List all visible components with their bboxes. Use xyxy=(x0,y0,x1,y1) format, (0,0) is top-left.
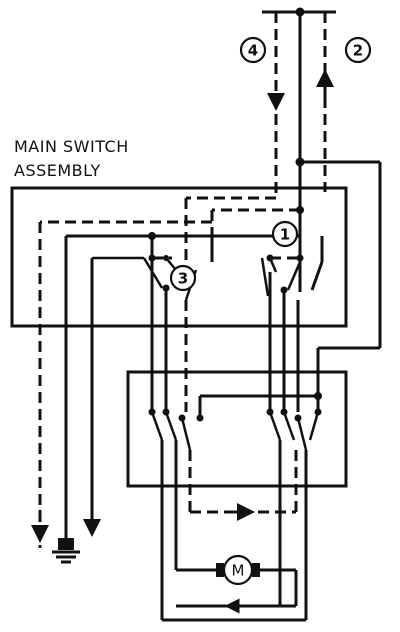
left-outputs xyxy=(31,510,101,543)
interconnect-wires xyxy=(150,258,300,412)
main-switch-box xyxy=(10,186,348,328)
main-switch-label-line1: MAIN SWITCH xyxy=(14,137,129,156)
callout-1-label: 1 xyxy=(280,226,290,244)
callout-4: 4 xyxy=(239,36,267,64)
motor-circuit xyxy=(160,528,306,622)
motor-control-wiring xyxy=(148,394,322,620)
callout-4-label: 4 xyxy=(248,42,258,60)
motor-control-box xyxy=(126,370,348,488)
right-feed xyxy=(295,157,382,400)
main-switch-label-line2: ASSEMBLY xyxy=(14,161,101,180)
circuit-4-path xyxy=(184,12,285,262)
ground-icon xyxy=(52,538,80,564)
callout-2: 2 xyxy=(344,36,372,64)
motor-label: M xyxy=(232,562,245,580)
callout-2-label: 2 xyxy=(353,42,363,60)
callout-1: 1 xyxy=(271,220,299,248)
callout-3: 3 xyxy=(169,264,197,292)
callout-3-label: 3 xyxy=(178,270,188,288)
motor-symbol: M xyxy=(216,554,260,586)
